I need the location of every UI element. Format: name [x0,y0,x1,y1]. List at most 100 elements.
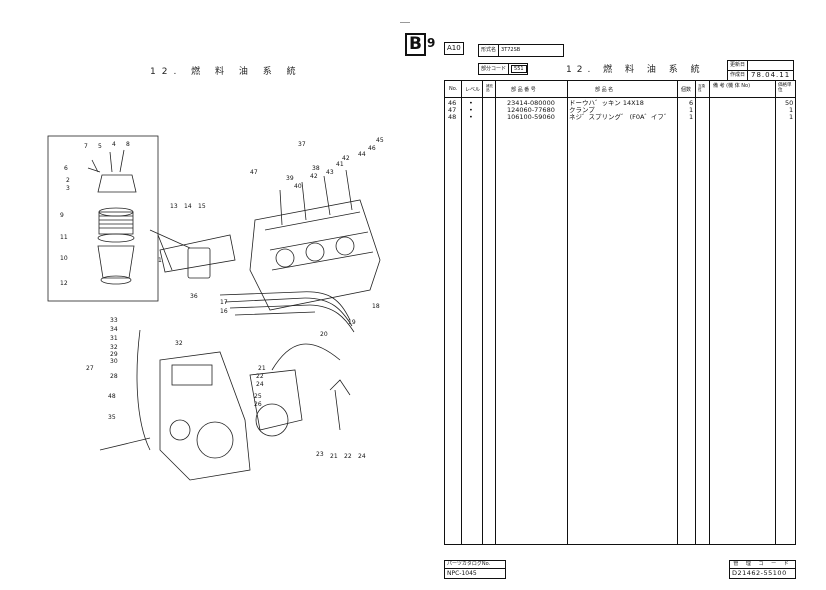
created-value: 78.04.11 [751,71,791,79]
return-hose [136,329,151,451]
cylinder-head [249,199,381,311]
svg-text:24: 24 [358,453,366,460]
svg-text:46: 46 [368,145,376,152]
injector-nozzles [279,169,353,226]
svg-text:12: 12 [60,280,68,287]
created-label: 作成日 [728,71,749,80]
parts-list-table: No. レベル 補充品 部 品 番 号 部 品 名 個数 互換性 備 考 (機 … [444,80,796,545]
col-divider [461,81,462,544]
header-part-number: 部 品 番 号 [511,87,536,93]
leak-off-arrow [271,343,341,371]
svg-text:42: 42 [310,173,318,180]
svg-text:48: 48 [108,393,116,400]
header-unit: 価格単位 [778,83,792,93]
svg-text:6: 6 [64,165,68,172]
svg-text:38: 38 [312,165,320,172]
svg-text:21: 21 [258,365,266,372]
table-row: 47 • 124060-77680 クランプ 1 1 [445,107,795,114]
svg-text:9: 9 [60,212,64,219]
row-no: 47 [448,106,457,114]
svg-text:5: 5 [98,143,102,150]
svg-text:31: 31 [110,335,118,342]
sheet-label: A10 [444,42,464,55]
svg-text:47: 47 [250,169,258,176]
row-no: 48 [448,113,457,121]
svg-text:13: 13 [170,203,178,210]
svg-text:32: 32 [175,340,183,347]
created-date-row: 作成日 78.04.11 [728,71,793,80]
svg-text:37: 37 [298,141,306,148]
col-divider [775,81,776,544]
svg-text:25: 25 [254,393,262,400]
col-divider [695,81,696,544]
code-value: 551 [511,65,527,73]
code-label: 部分コード [479,64,510,74]
section-number: 9 [426,36,436,50]
svg-text:39: 39 [286,175,294,182]
svg-text:8: 8 [126,141,130,148]
row-qty: 1 [689,113,694,121]
row-level: • [469,113,473,121]
svg-text:22: 22 [344,453,352,460]
svg-text:10: 10 [60,255,68,262]
header-remarks: 備 考 (機 体 No) [713,83,751,89]
svg-text:22: 22 [256,373,264,380]
management-label: 管 理 コ ー ド [730,561,795,569]
filter-inset-frame [47,135,159,302]
right-page-title: 12. 燃 料 油 系 統 [566,65,705,75]
svg-text:19: 19 [348,319,356,326]
section-letter: B [405,33,426,56]
svg-text:2: 2 [66,177,70,184]
fold-mark [400,22,410,23]
col-divider [482,81,483,544]
svg-text:36: 36 [190,293,198,300]
o-ring [97,233,135,243]
filter-bowl [97,245,135,279]
svg-text:20: 20 [320,331,328,338]
svg-text:33: 33 [110,317,118,324]
row-level: • [469,106,473,114]
svg-text:4: 4 [112,141,116,148]
svg-text:26: 26 [254,401,262,408]
svg-text:21: 21 [330,453,338,460]
management-code-box: 管 理 コ ー ド D21462-55100 [729,560,796,579]
row-qty: 1 [689,106,694,114]
management-code: D21462-55100 [732,569,787,577]
row-unit: 50 [785,99,794,107]
water-pump [249,369,303,431]
row-qty: 6 [689,99,694,107]
row-no: 46 [448,99,457,107]
catalog-label: パーツカタログNo. [445,561,505,569]
filter-element [98,211,134,235]
svg-text:3: 3 [66,185,70,192]
updated-label: 更新日 [728,61,749,70]
fuel-filter-bracket [159,234,236,273]
svg-text:11: 11 [60,234,68,241]
bowl-ring [100,275,132,285]
updated-value [748,61,751,70]
svg-text:43: 43 [326,169,334,176]
row-part-number: 124060-77680 [507,106,555,114]
model-value: 3T72SB [501,47,521,53]
svg-text:34: 34 [110,326,118,333]
svg-text:7: 7 [84,143,88,150]
injection-pump-housing [159,351,251,481]
svg-text:18: 18 [372,303,380,310]
catalog-number: NPC-1045 [447,570,477,577]
svg-text:16: 16 [220,308,228,315]
catalog-number-box: パーツカタログNo. NPC-1045 [444,560,506,579]
header-qty: 個数 [681,87,692,93]
svg-text:45: 45 [376,137,384,144]
header-level: レベル [465,87,481,93]
model-label: 形式名 [479,45,500,56]
col-divider [495,81,496,544]
svg-text:35: 35 [108,414,116,421]
svg-text:41: 41 [336,161,344,168]
svg-text:40: 40 [294,183,302,190]
row-part-name: ネジ゛スプリング゛ (F0A゛イフ゛ [569,113,671,121]
svg-text:1: 1 [158,257,162,264]
svg-text:17: 17 [220,299,228,306]
